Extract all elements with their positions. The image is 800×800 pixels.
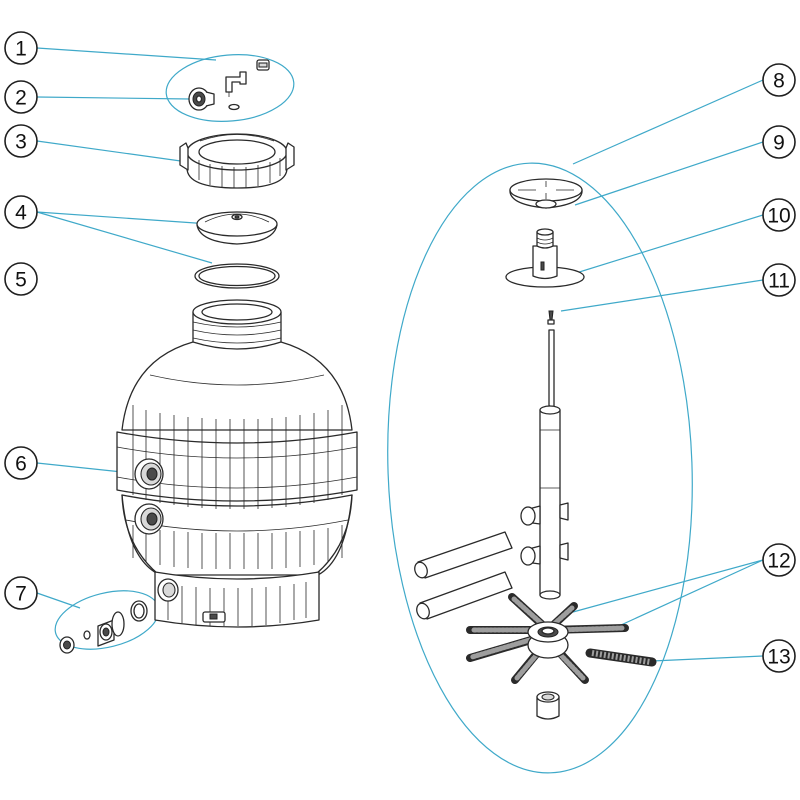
svg-text:3: 3 [15,131,27,154]
svg-text:9: 9 [773,132,785,155]
svg-text:10: 10 [767,205,790,228]
svg-text:13: 13 [767,646,790,669]
callout-11: 11 [762,263,796,297]
callout-5: 5 [4,262,38,296]
part-1-fittings [225,59,270,111]
leader-8 [572,79,764,165]
callout-8: 8 [762,63,796,97]
leader-4b [36,211,213,264]
part-7-drain-assembly [59,600,148,654]
tank-port-drain [157,578,179,602]
bottom-nut [536,691,560,720]
svg-text:4: 4 [15,202,27,225]
svg-text:12: 12 [767,550,790,573]
tank-ribs [132,405,343,569]
leader-9 [574,141,764,206]
callouts: 1 2 3 4 5 6 7 8 [4,31,796,673]
part-10-collar [505,228,585,288]
callout-9: 9 [762,125,796,159]
leader-12a [572,559,764,613]
callout-4: 4 [4,195,38,229]
part-9-upper-diffuser [509,178,583,209]
part-12-lateral-hub [466,593,629,684]
callout-2: 2 [4,80,38,114]
leader-7 [36,592,81,609]
svg-text:1: 1 [15,38,27,61]
svg-text:6: 6 [15,453,27,476]
callout-7: 7 [4,576,38,610]
leader-12b [620,559,764,626]
part-3-clamp-ring [179,133,295,189]
svg-text:2: 2 [15,87,27,110]
leader-11 [560,279,764,312]
callout-10: 10 [762,198,796,232]
part-2-vent-valve [188,87,215,111]
part-11-plug [547,310,555,325]
leader-4a [36,211,225,226]
svg-text:8: 8 [773,70,785,93]
group-outline-8 [387,162,693,774]
leader-1 [36,47,217,61]
callout-12: 12 [762,543,796,577]
tank-port-upper [134,458,164,490]
part-5-o-ring [194,263,280,289]
leader-10 [559,214,764,279]
callout-6: 6 [4,446,38,480]
central-pipe [520,329,569,600]
part-4-lid [196,211,278,245]
part-6-tank [116,299,358,628]
loose-tubes [414,531,513,620]
group-outline-1 [165,54,295,122]
svg-text:5: 5 [15,269,27,292]
callout-13: 13 [762,639,796,673]
svg-text:11: 11 [768,270,790,293]
tank-port-lower [134,503,164,535]
leader-13 [651,655,764,662]
svg-text:7: 7 [15,583,27,606]
callout-3: 3 [4,124,38,158]
callout-1: 1 [4,31,38,65]
leader-lines [36,47,764,774]
leader-2 [36,96,191,100]
part-13-lateral [585,648,657,667]
leader-3 [36,140,196,164]
